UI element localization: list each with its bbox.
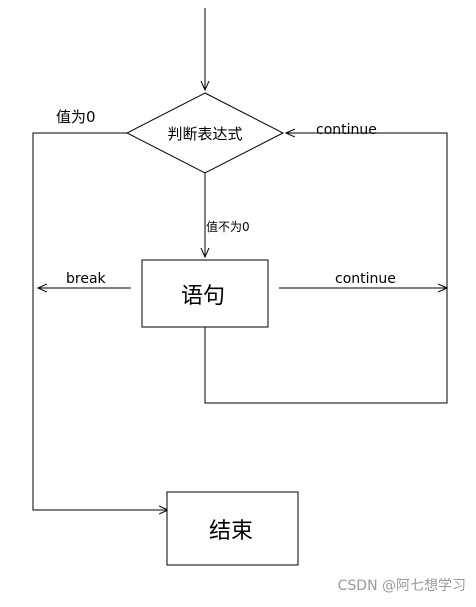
statement-box: [141, 259, 269, 328]
statement-label: 语句: [181, 284, 225, 309]
watermark: CSDN @阿七想学习: [337, 578, 466, 594]
decision-label: 判断表达式: [167, 125, 242, 143]
break-label: break: [66, 271, 107, 287]
zero-path: [32, 132, 168, 510]
zero-label: 值为0: [56, 108, 96, 126]
end-box: [166, 491, 299, 566]
continue-mid-label: continue: [335, 271, 396, 287]
end-label: 结束: [209, 519, 253, 544]
nonzero-label: 值不为0: [206, 219, 250, 234]
loop-back-path: [204, 133, 448, 404]
continue-top-label: continue: [316, 122, 377, 138]
